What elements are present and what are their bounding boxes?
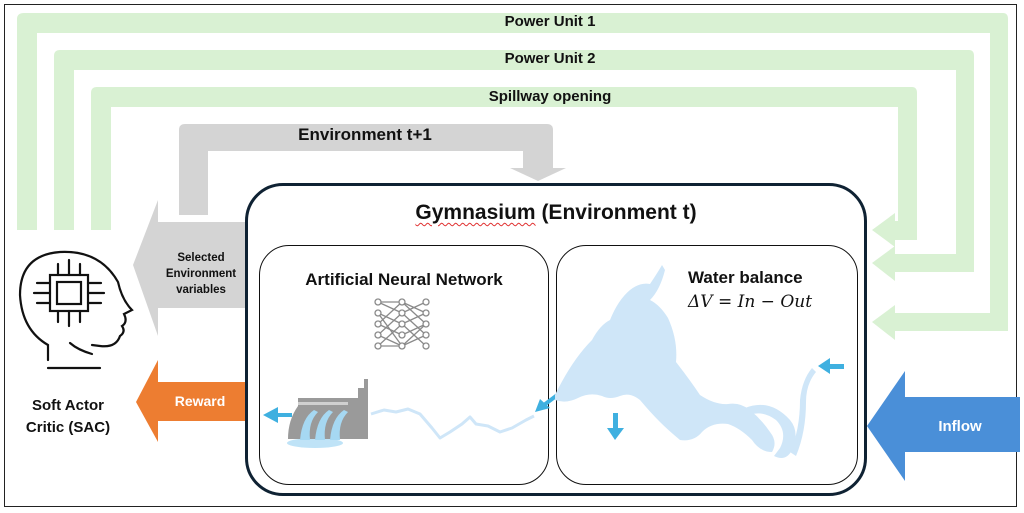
spillway-label: Spillway opening xyxy=(488,88,612,105)
reward-arrow xyxy=(136,360,245,442)
environment-title-rest: (Environment t) xyxy=(535,201,697,224)
diagram-frame xyxy=(4,4,1017,507)
environment-title-word: Gymnasium xyxy=(415,201,536,224)
power-unit-2-arrow xyxy=(54,50,974,281)
agent-name-line1: Soft Actor xyxy=(32,397,104,414)
observation-arrow xyxy=(133,200,245,336)
environment-next-label: Environment t+1 xyxy=(298,125,432,144)
inflow-label: Inflow xyxy=(938,418,982,435)
reward-label: Reward xyxy=(174,393,226,409)
agent-name: Soft Actor Critic (SAC) xyxy=(8,395,128,439)
inflow-arrow xyxy=(867,371,1020,481)
observation-label-line1: Selected xyxy=(177,252,225,264)
water-balance-equation: ΔV = In − Out xyxy=(688,292,813,312)
power-unit-2-label: Power Unit 2 xyxy=(504,50,596,67)
water-balance-title: Water balance xyxy=(688,268,803,287)
power-unit-1-label: Power Unit 1 xyxy=(504,13,596,30)
observation-label-line2: Environment xyxy=(165,268,237,280)
ai-head-chip-icon xyxy=(18,250,134,370)
observation-label: Selected Environment variables xyxy=(155,250,247,298)
ann-panel-title: Artificial Neural Network xyxy=(305,270,503,289)
spillway-arrow xyxy=(91,87,917,247)
observation-label-line3: variables xyxy=(176,284,226,296)
power-unit-1-arrow xyxy=(17,13,1008,340)
agent-name-line2: Critic (SAC) xyxy=(25,419,111,436)
environment-title: Gymnasium (Environment t) xyxy=(245,201,867,225)
environment-next-arrow xyxy=(179,124,566,215)
